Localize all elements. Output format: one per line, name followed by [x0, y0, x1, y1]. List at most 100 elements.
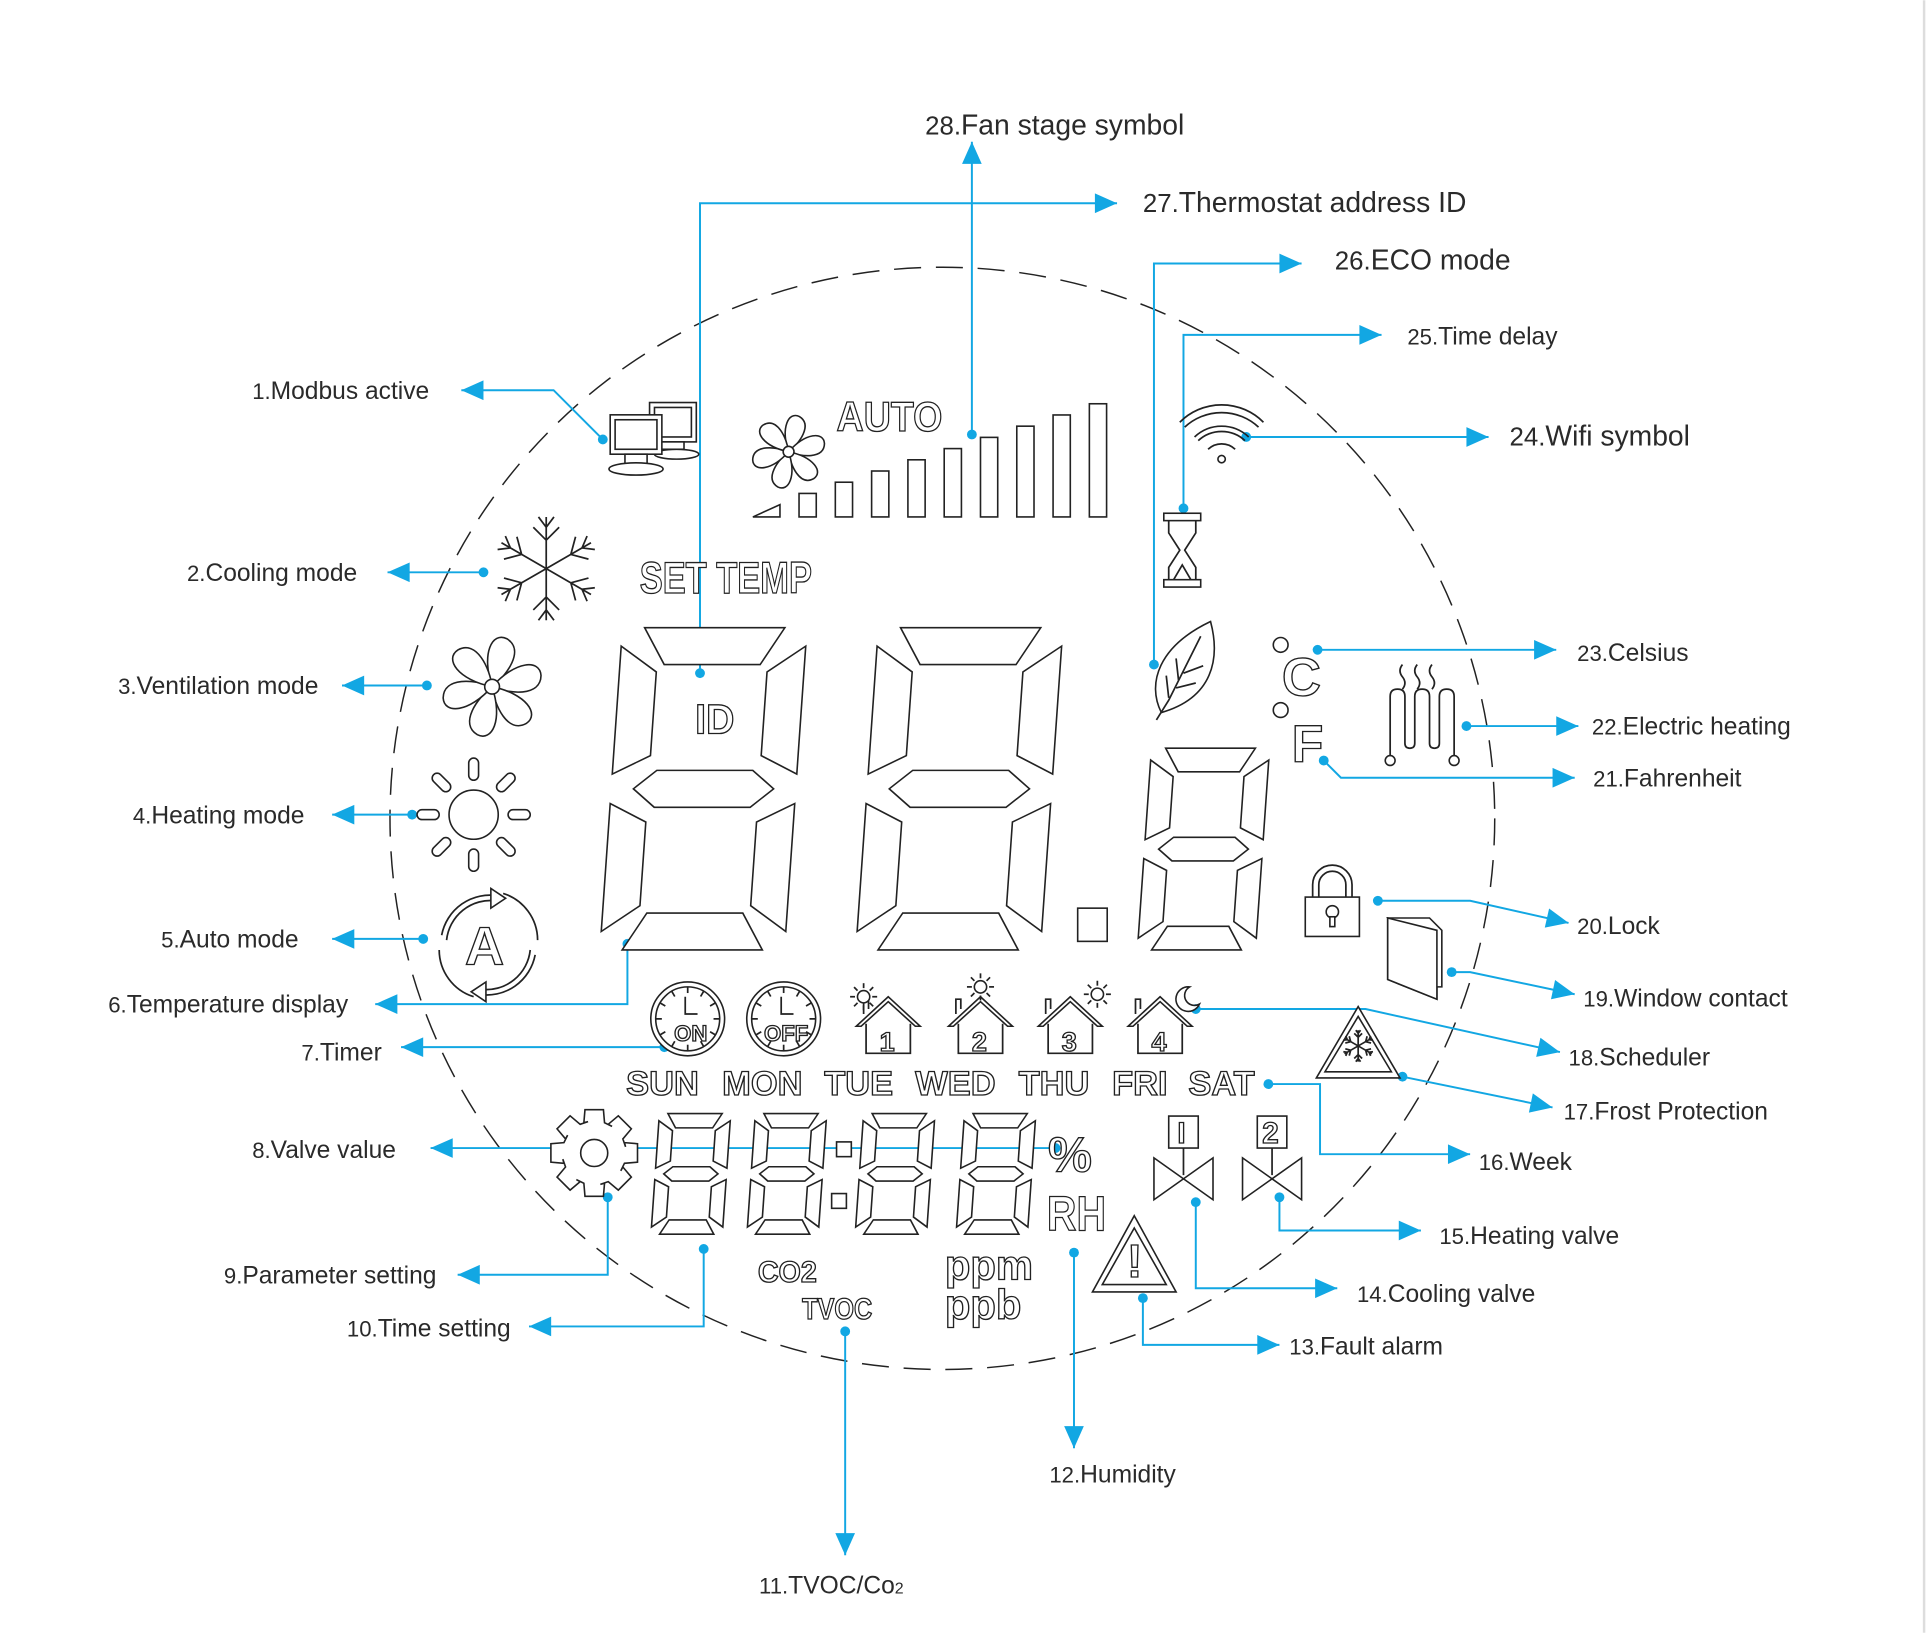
digit-segment: [876, 912, 1020, 951]
digit-segment: [749, 802, 796, 934]
leader-arrowhead: [1064, 1426, 1084, 1449]
callout-number: 28.: [925, 112, 961, 140]
digit-segment: [867, 644, 914, 776]
co2-unit: CO2: [758, 1256, 817, 1289]
sun-ray: [507, 808, 532, 821]
percent-unit: %: [1048, 1127, 1092, 1182]
clock-tick: [755, 1002, 762, 1007]
cooling-valve-icon: I: [1153, 1115, 1214, 1202]
leader-dot: [1372, 895, 1383, 906]
leader-line: [1182, 333, 1382, 509]
digit-segment: [1017, 1119, 1037, 1170]
digit-segment: [1239, 758, 1270, 841]
leader-arrowhead: [342, 675, 365, 696]
tvoc-unit: TVOC: [802, 1293, 872, 1326]
leader-arrowhead: [1536, 1037, 1560, 1057]
leader-dot: [407, 809, 418, 820]
callout-text: Scheduler: [1599, 1045, 1710, 1072]
leader-dot: [966, 429, 977, 440]
temperature-display: [600, 626, 1270, 951]
leader-arrowhead: [1257, 1335, 1280, 1355]
callout-label-4: 4.Heating mode: [133, 802, 305, 829]
digit-segment: [1233, 857, 1263, 940]
scheduler-period-2-icon: 2: [946, 973, 1015, 1058]
leader-arrowhead: [962, 141, 982, 164]
callout-number: 5.: [161, 928, 179, 953]
leader-arrowhead: [1094, 193, 1118, 214]
fan-stage-bar: [907, 459, 926, 518]
parameter-gear-icon: [550, 1108, 639, 1198]
callout-text: Fahrenheit: [1624, 765, 1742, 792]
leader-arrowhead: [430, 1138, 453, 1158]
sun-ray: [431, 772, 452, 793]
fan-stage-bar: [870, 470, 890, 518]
digit-segment: [762, 1112, 820, 1129]
digit-segment: [662, 1165, 720, 1182]
leader-dot: [478, 567, 489, 578]
set-temp-label: SET TEMP: [640, 554, 812, 603]
auto-indicator: AUTO: [837, 393, 943, 440]
callout-label-2: 2.Cooling mode: [187, 560, 357, 587]
leader-line: [1451, 971, 1575, 996]
digit-segment: [620, 912, 764, 951]
callout-label-11: 11.TVOC/Co2: [759, 1572, 904, 1599]
snowflake-arm: [532, 516, 560, 569]
leader-dot: [418, 933, 429, 944]
callout-text: Timer: [320, 1040, 382, 1067]
callout-number: 10.: [347, 1316, 378, 1341]
clock-tick: [795, 1040, 801, 1048]
sun-ray: [1102, 999, 1108, 1005]
clock-tick: [709, 1002, 716, 1007]
leader-arrowhead: [1544, 908, 1569, 928]
leader-dot: [1263, 1079, 1274, 1089]
leader-dot: [1274, 1192, 1285, 1203]
callout-text: Ventilation mode: [137, 673, 319, 700]
leader-line: [375, 943, 629, 1006]
callout-label-14: 14.Cooling valve: [1357, 1281, 1535, 1308]
leader-dot: [1397, 1071, 1408, 1082]
ventilation-fan-icon: [442, 636, 542, 737]
callout-text: Time setting: [378, 1315, 511, 1342]
callout-text: Window contact: [1614, 986, 1788, 1013]
leader-arrowhead: [1359, 325, 1382, 345]
sun-ray: [1087, 999, 1092, 1005]
celsius-indicator: C: [1282, 647, 1321, 707]
timer-on-label: ON: [674, 1021, 707, 1046]
digit-segment: [643, 626, 787, 666]
digit-segment: [899, 626, 1043, 666]
day-sat: SAT: [1188, 1065, 1254, 1103]
leader-dot: [1137, 1293, 1148, 1304]
fan-stage-bars: [752, 402, 1108, 518]
sun-ray: [985, 992, 991, 998]
house-roof: [1126, 995, 1195, 1028]
sun-ray: [869, 986, 874, 992]
callout-label-18: 18.Scheduler: [1569, 1045, 1711, 1072]
digit-segment: [888, 769, 1031, 809]
callout-label-7: 7.Timer: [301, 1040, 381, 1067]
fan-stage-icon: [751, 414, 826, 489]
address-id-label: ID: [695, 695, 734, 742]
callout-text: Cooling valve: [1388, 1281, 1536, 1308]
sun-small: [856, 989, 871, 1004]
degree-symbol-fahrenheit: [1272, 701, 1289, 719]
digit-segment: [708, 1178, 728, 1229]
snowflake-arm: [497, 567, 547, 602]
house-walls: [1044, 998, 1094, 1055]
auto-mode-icon: A: [438, 886, 539, 1004]
house-roof: [1036, 995, 1105, 1028]
leader-line: [1268, 1083, 1471, 1156]
digit-segment: [866, 1165, 924, 1182]
ppb-unit: ppb: [945, 1281, 1022, 1328]
callout-label-25: 25.Time delay: [1407, 324, 1558, 351]
callout-number: 13.: [1289, 1335, 1320, 1360]
callout-text: Fault alarm: [1320, 1334, 1443, 1361]
leader-line: [1195, 1008, 1561, 1054]
fault-exclamation: !: [1127, 1235, 1143, 1287]
leader-arrowhead: [528, 1316, 552, 1337]
callout-number: 24.: [1509, 424, 1545, 452]
leader-arrowhead: [1447, 1144, 1471, 1165]
leader-line: [1402, 1075, 1553, 1109]
scheduler-period-number: 3: [1062, 1027, 1077, 1057]
fan-stage-bar: [1052, 414, 1072, 518]
